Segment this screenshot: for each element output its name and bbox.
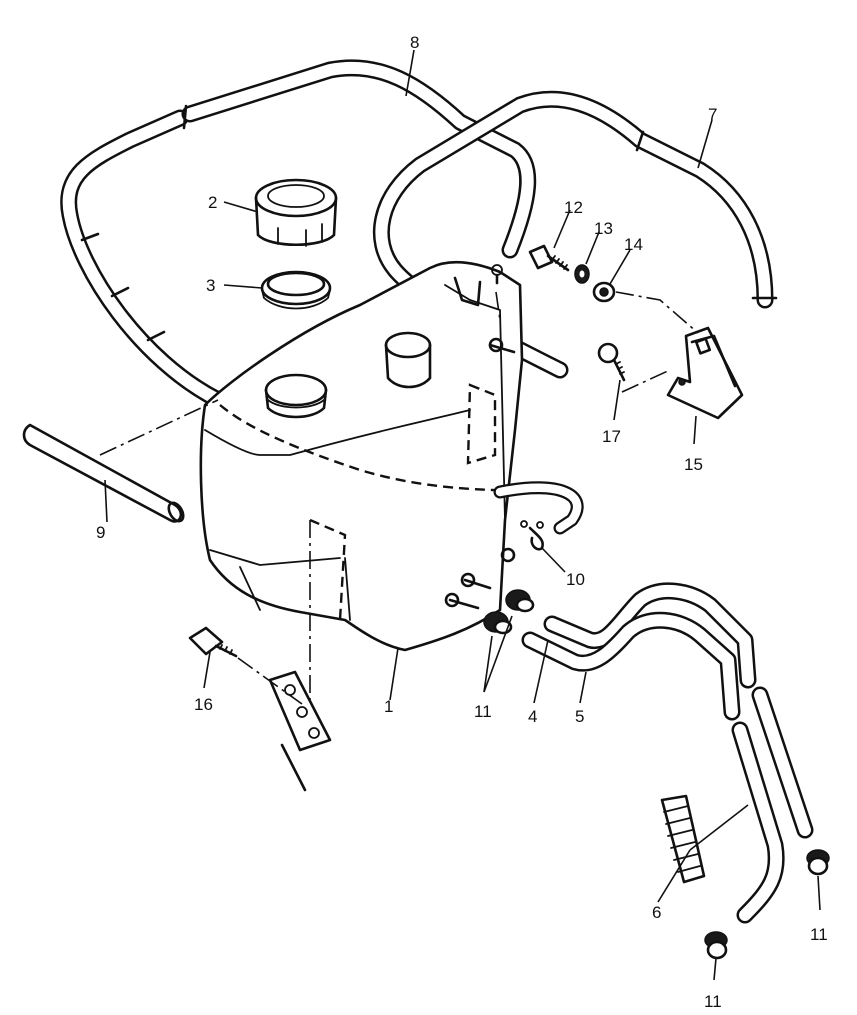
callout-15: 15 xyxy=(684,455,703,474)
fuel-line-part-4 xyxy=(543,582,757,689)
corrugated-hose-part-6 xyxy=(660,794,706,884)
clip-part-10 xyxy=(520,520,544,551)
callout-12: 12 xyxy=(564,198,583,217)
bolt-part-16 xyxy=(188,626,238,658)
callout-11-a: 11 xyxy=(474,702,492,721)
hose-clamp-part-11-c xyxy=(806,849,830,876)
leader-lines xyxy=(104,49,821,981)
bolt-part-12 xyxy=(528,244,570,272)
callout-9: 9 xyxy=(96,523,105,542)
center-lines xyxy=(99,291,699,705)
vent-tube xyxy=(493,481,584,535)
callout-10: 10 xyxy=(566,570,585,589)
callouts: 1 2 3 4 5 6 7 8 9 10 11 11 11 12 13 14 1… xyxy=(96,33,828,1011)
grommet-part-14 xyxy=(592,281,616,303)
callout-7: 7 xyxy=(708,105,717,124)
callout-14: 14 xyxy=(624,235,643,254)
callout-2: 2 xyxy=(208,193,217,212)
callout-8: 8 xyxy=(410,33,419,52)
callout-11-b: 11 xyxy=(704,992,722,1011)
callout-3: 3 xyxy=(206,276,215,295)
callout-1: 1 xyxy=(384,697,393,716)
filler-cap-part-2 xyxy=(254,178,338,247)
callout-13: 13 xyxy=(594,219,613,238)
fuel-line-part-5 xyxy=(521,611,741,721)
callout-6: 6 xyxy=(652,903,661,922)
callout-4: 4 xyxy=(528,707,537,726)
callout-11-c: 11 xyxy=(810,925,828,944)
hose-part-9 xyxy=(22,423,185,523)
clip-part-17 xyxy=(597,342,626,382)
frame-piece xyxy=(268,670,332,792)
callout-17: 17 xyxy=(602,427,621,446)
hose-clamp-part-11-a xyxy=(483,589,535,635)
fuel-tank-part-1 xyxy=(199,260,561,652)
bracket-part-15 xyxy=(666,326,744,420)
fuel-line-extension-left xyxy=(731,721,785,924)
callout-16: 16 xyxy=(194,695,213,714)
washer-part-13 xyxy=(574,264,590,284)
fuel-line-extension-right xyxy=(751,686,814,839)
hose-part-8 xyxy=(60,59,537,409)
callout-5: 5 xyxy=(575,707,584,726)
gasket-part-3 xyxy=(260,270,332,310)
hose-clamp-part-11-b xyxy=(704,931,728,960)
